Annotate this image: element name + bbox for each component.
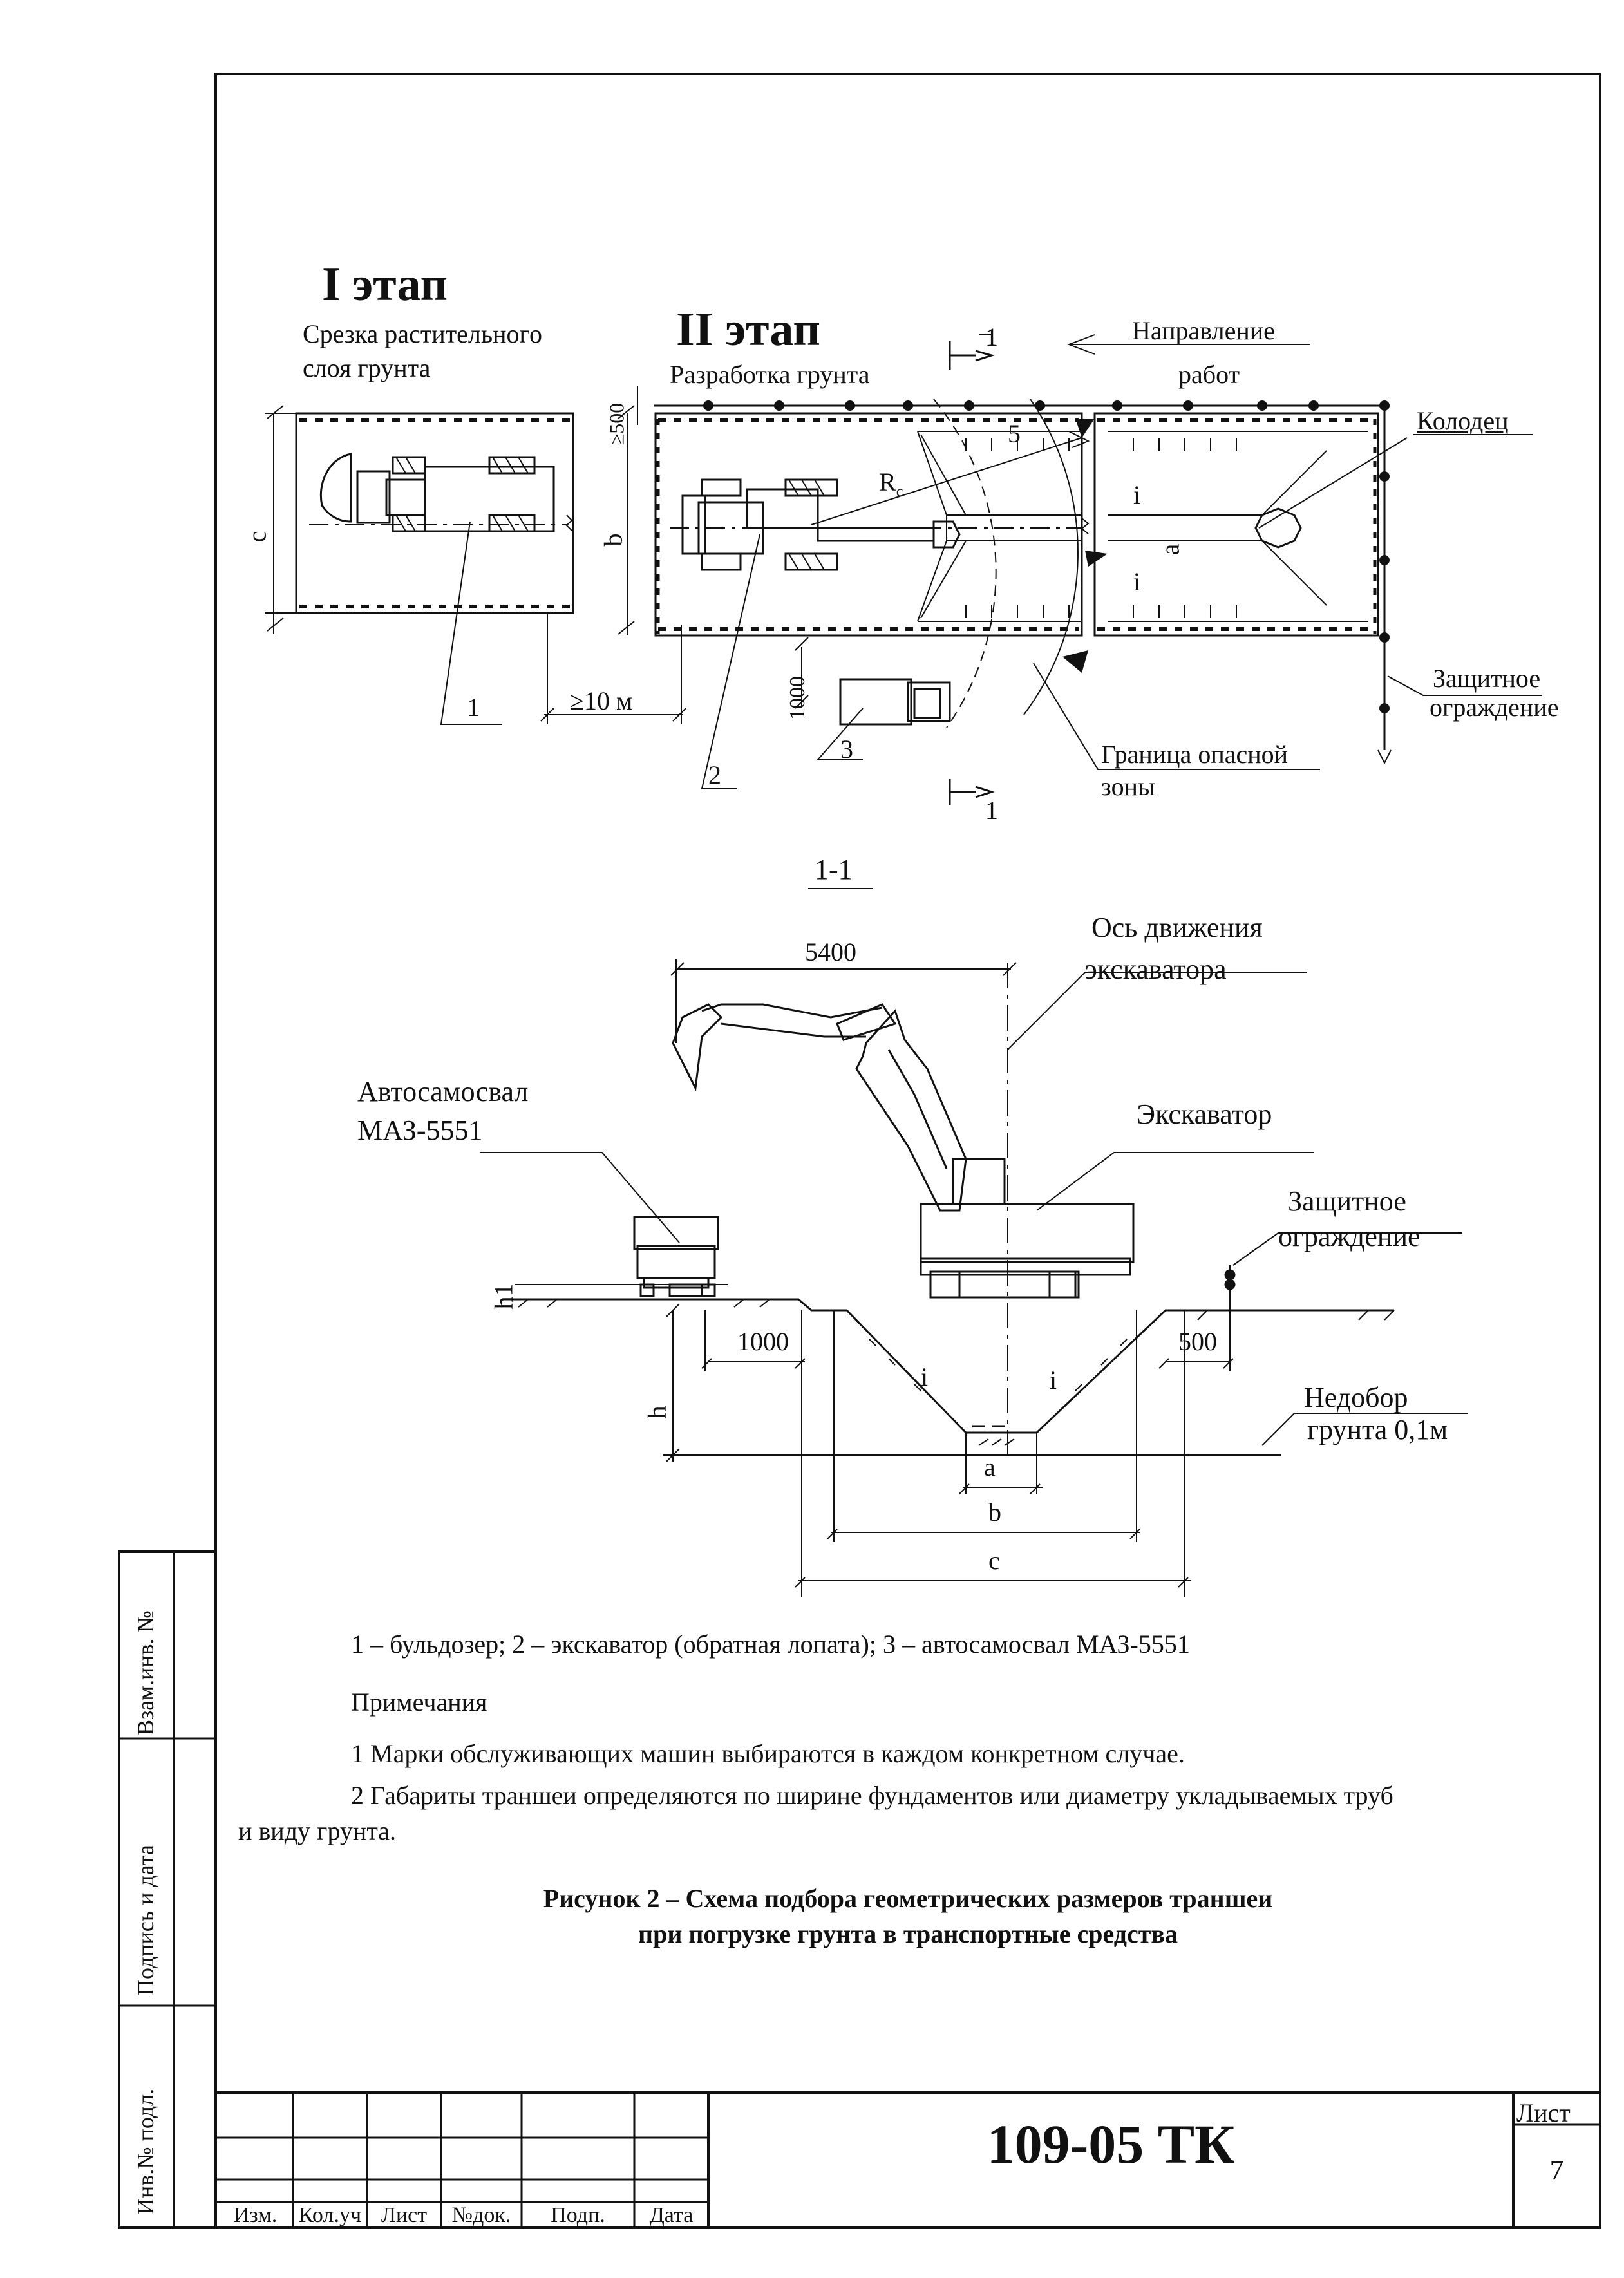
stamp-col-ndok: №док. (451, 2203, 511, 2227)
underdig-line2: грунта 0,1м (1307, 1414, 1448, 1445)
plan-fence-line2: ограждение (1430, 693, 1559, 722)
section-mark-bottom: 1 (985, 796, 998, 825)
excavator-side-icon (672, 1003, 1135, 1299)
direction-line1: Направление (1132, 316, 1275, 345)
danger-zone-line2: зоны (1101, 772, 1155, 801)
danger-zone-line1: Граница опасной (1101, 740, 1289, 769)
plan-slope-i-1: i (1133, 480, 1141, 509)
callout-3: 3 (840, 735, 853, 764)
section-dim-500: 500 (1178, 1327, 1217, 1356)
section-dim-1000: 1000 (737, 1327, 789, 1356)
note-1: 1 Марки обслуживающих машин выбираются в… (351, 1739, 1185, 1768)
well-label: Колодец (1417, 406, 1509, 435)
stage2-plan (618, 334, 1542, 805)
plan-radius: Rс (879, 467, 903, 501)
plan-dim-b: b (598, 533, 628, 547)
note-2-line1: 2 Габариты траншеи определяются по ширин… (351, 1781, 1393, 1810)
legend-text: 1 – бульдозер; 2 – экскаватор (обратная … (351, 1630, 1190, 1659)
callout-1: 1 (467, 693, 480, 722)
stage1-title: I этап (322, 258, 448, 311)
figure-caption-line1: Рисунок 2 – Схема подбора геометрических… (543, 1884, 1273, 1913)
section-dim-a: a (984, 1453, 996, 1482)
plan-slope-i-2: i (1133, 567, 1141, 596)
section-fence-line1: Защитное (1288, 1185, 1406, 1217)
stage1-subtitle-line1: Срезка растительного (303, 319, 542, 348)
section-dim-h1: h1 (489, 1283, 518, 1310)
direction-line2: работ (1178, 360, 1240, 389)
plan-dim-500: ≥500 (605, 402, 628, 446)
note-2-line2: и виду грунта. (238, 1816, 397, 1845)
stamp-col-data: Дата (649, 2203, 694, 2227)
plan-radius-sub: с (896, 484, 903, 500)
axis-label-line2: экскаватора (1085, 954, 1227, 985)
section-mark-top: 1 (985, 323, 998, 352)
stage2-title: II этап (676, 303, 820, 356)
plan-dim-1000: 1000 (786, 676, 809, 720)
excavator-plan-icon (681, 478, 961, 571)
section-slope-i-2: i (1050, 1366, 1057, 1395)
axis-label-line1: Ось движения (1091, 912, 1263, 943)
section-dim-b: b (988, 1498, 1001, 1527)
plan-fence-line1: Защитное (1433, 664, 1541, 693)
section-title: 1-1 (815, 854, 853, 885)
stage2-subtitle: Разработка грунта (670, 360, 870, 389)
plan-dim-a: a (1155, 543, 1185, 556)
stage1-plan (265, 405, 686, 725)
section-1-1 (480, 888, 1468, 1597)
fence-posts (703, 400, 1390, 713)
side-stamp-field-3: Инв.№ подл. (133, 2088, 158, 2215)
underdig-line1: Недобор (1304, 1382, 1408, 1413)
sheet-frame (118, 73, 1601, 2229)
side-stamp-field-1: Взам.инв. № (133, 1610, 158, 1735)
document-code: 109-05 ТК (987, 2113, 1235, 2175)
truck-label-line2: МАЗ-5551 (357, 1115, 483, 1146)
sheet-label: Лист (1516, 2098, 1571, 2127)
bulldozer-icon (319, 453, 555, 532)
section-dim-5400: 5400 (805, 937, 856, 966)
stamp-col-izm: Изм. (233, 2203, 278, 2227)
section-slope-i-1: i (921, 1362, 929, 1391)
notes-title: Примечания (351, 1688, 487, 1717)
well-icon (1254, 507, 1302, 549)
stamp-col-podp: Подп. (551, 2203, 605, 2227)
sheet-number: 7 (1549, 2154, 1564, 2186)
plan-dim-10m: ≥10 м (570, 686, 633, 715)
truck-label-line1: Автосамосвал (357, 1076, 529, 1107)
dump-truck-plan-icon (839, 678, 951, 726)
stage1-subtitle-line2: слоя грунта (303, 353, 431, 382)
side-stamp-field-2: Подпись и дата (133, 1845, 158, 1996)
section-fence-line2: ограждение (1278, 1221, 1421, 1252)
plan-dim-5: 5 (1008, 419, 1021, 448)
dump-truck-side-icon (633, 1216, 719, 1297)
section-dim-c: c (988, 1546, 1000, 1575)
excavator-label: Экскаватор (1137, 1098, 1272, 1130)
plan-dim-c: c (242, 531, 272, 543)
section-dim-h: h (642, 1406, 672, 1419)
callout-2: 2 (708, 760, 721, 789)
stamp-col-kolich: Кол.уч (298, 2203, 362, 2227)
figure-caption-line2: при погрузке грунта в транспортные средс… (638, 1919, 1178, 1948)
plan-radius-letter: R (879, 467, 896, 496)
stamp-col-list: Лист (381, 2203, 428, 2227)
